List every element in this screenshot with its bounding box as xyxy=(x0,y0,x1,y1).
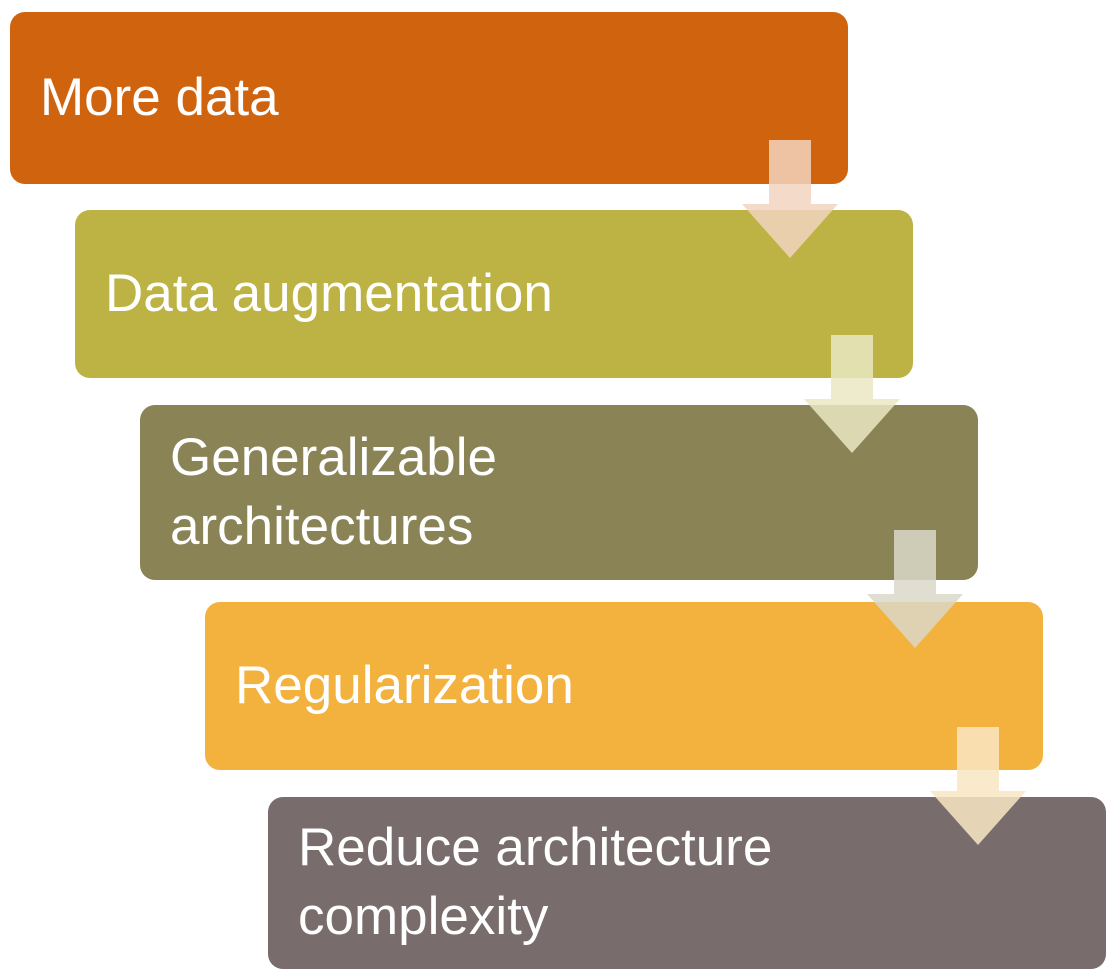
down-arrow-shape xyxy=(742,140,838,258)
step-label: Data augmentation xyxy=(105,263,553,323)
step-label: More data xyxy=(40,67,279,127)
step-generalizable-architectures: Generalizable architectures xyxy=(140,405,978,580)
step-regularization: Regularization xyxy=(205,602,1043,770)
down-arrow-icon-3 xyxy=(867,530,963,648)
step-label: Regularization xyxy=(235,655,574,715)
down-arrow-icon-1 xyxy=(742,140,838,258)
step-label: Reduce architecture complexity xyxy=(298,818,773,946)
down-arrow-icon-2 xyxy=(804,335,900,453)
step-more-data: More data xyxy=(10,12,848,184)
down-arrow-icon-4 xyxy=(930,727,1026,845)
down-arrow-shape xyxy=(930,727,1026,845)
down-arrow-shape xyxy=(867,530,963,648)
step-label: Generalizable architectures xyxy=(170,427,498,556)
down-arrow-shape xyxy=(804,335,900,453)
